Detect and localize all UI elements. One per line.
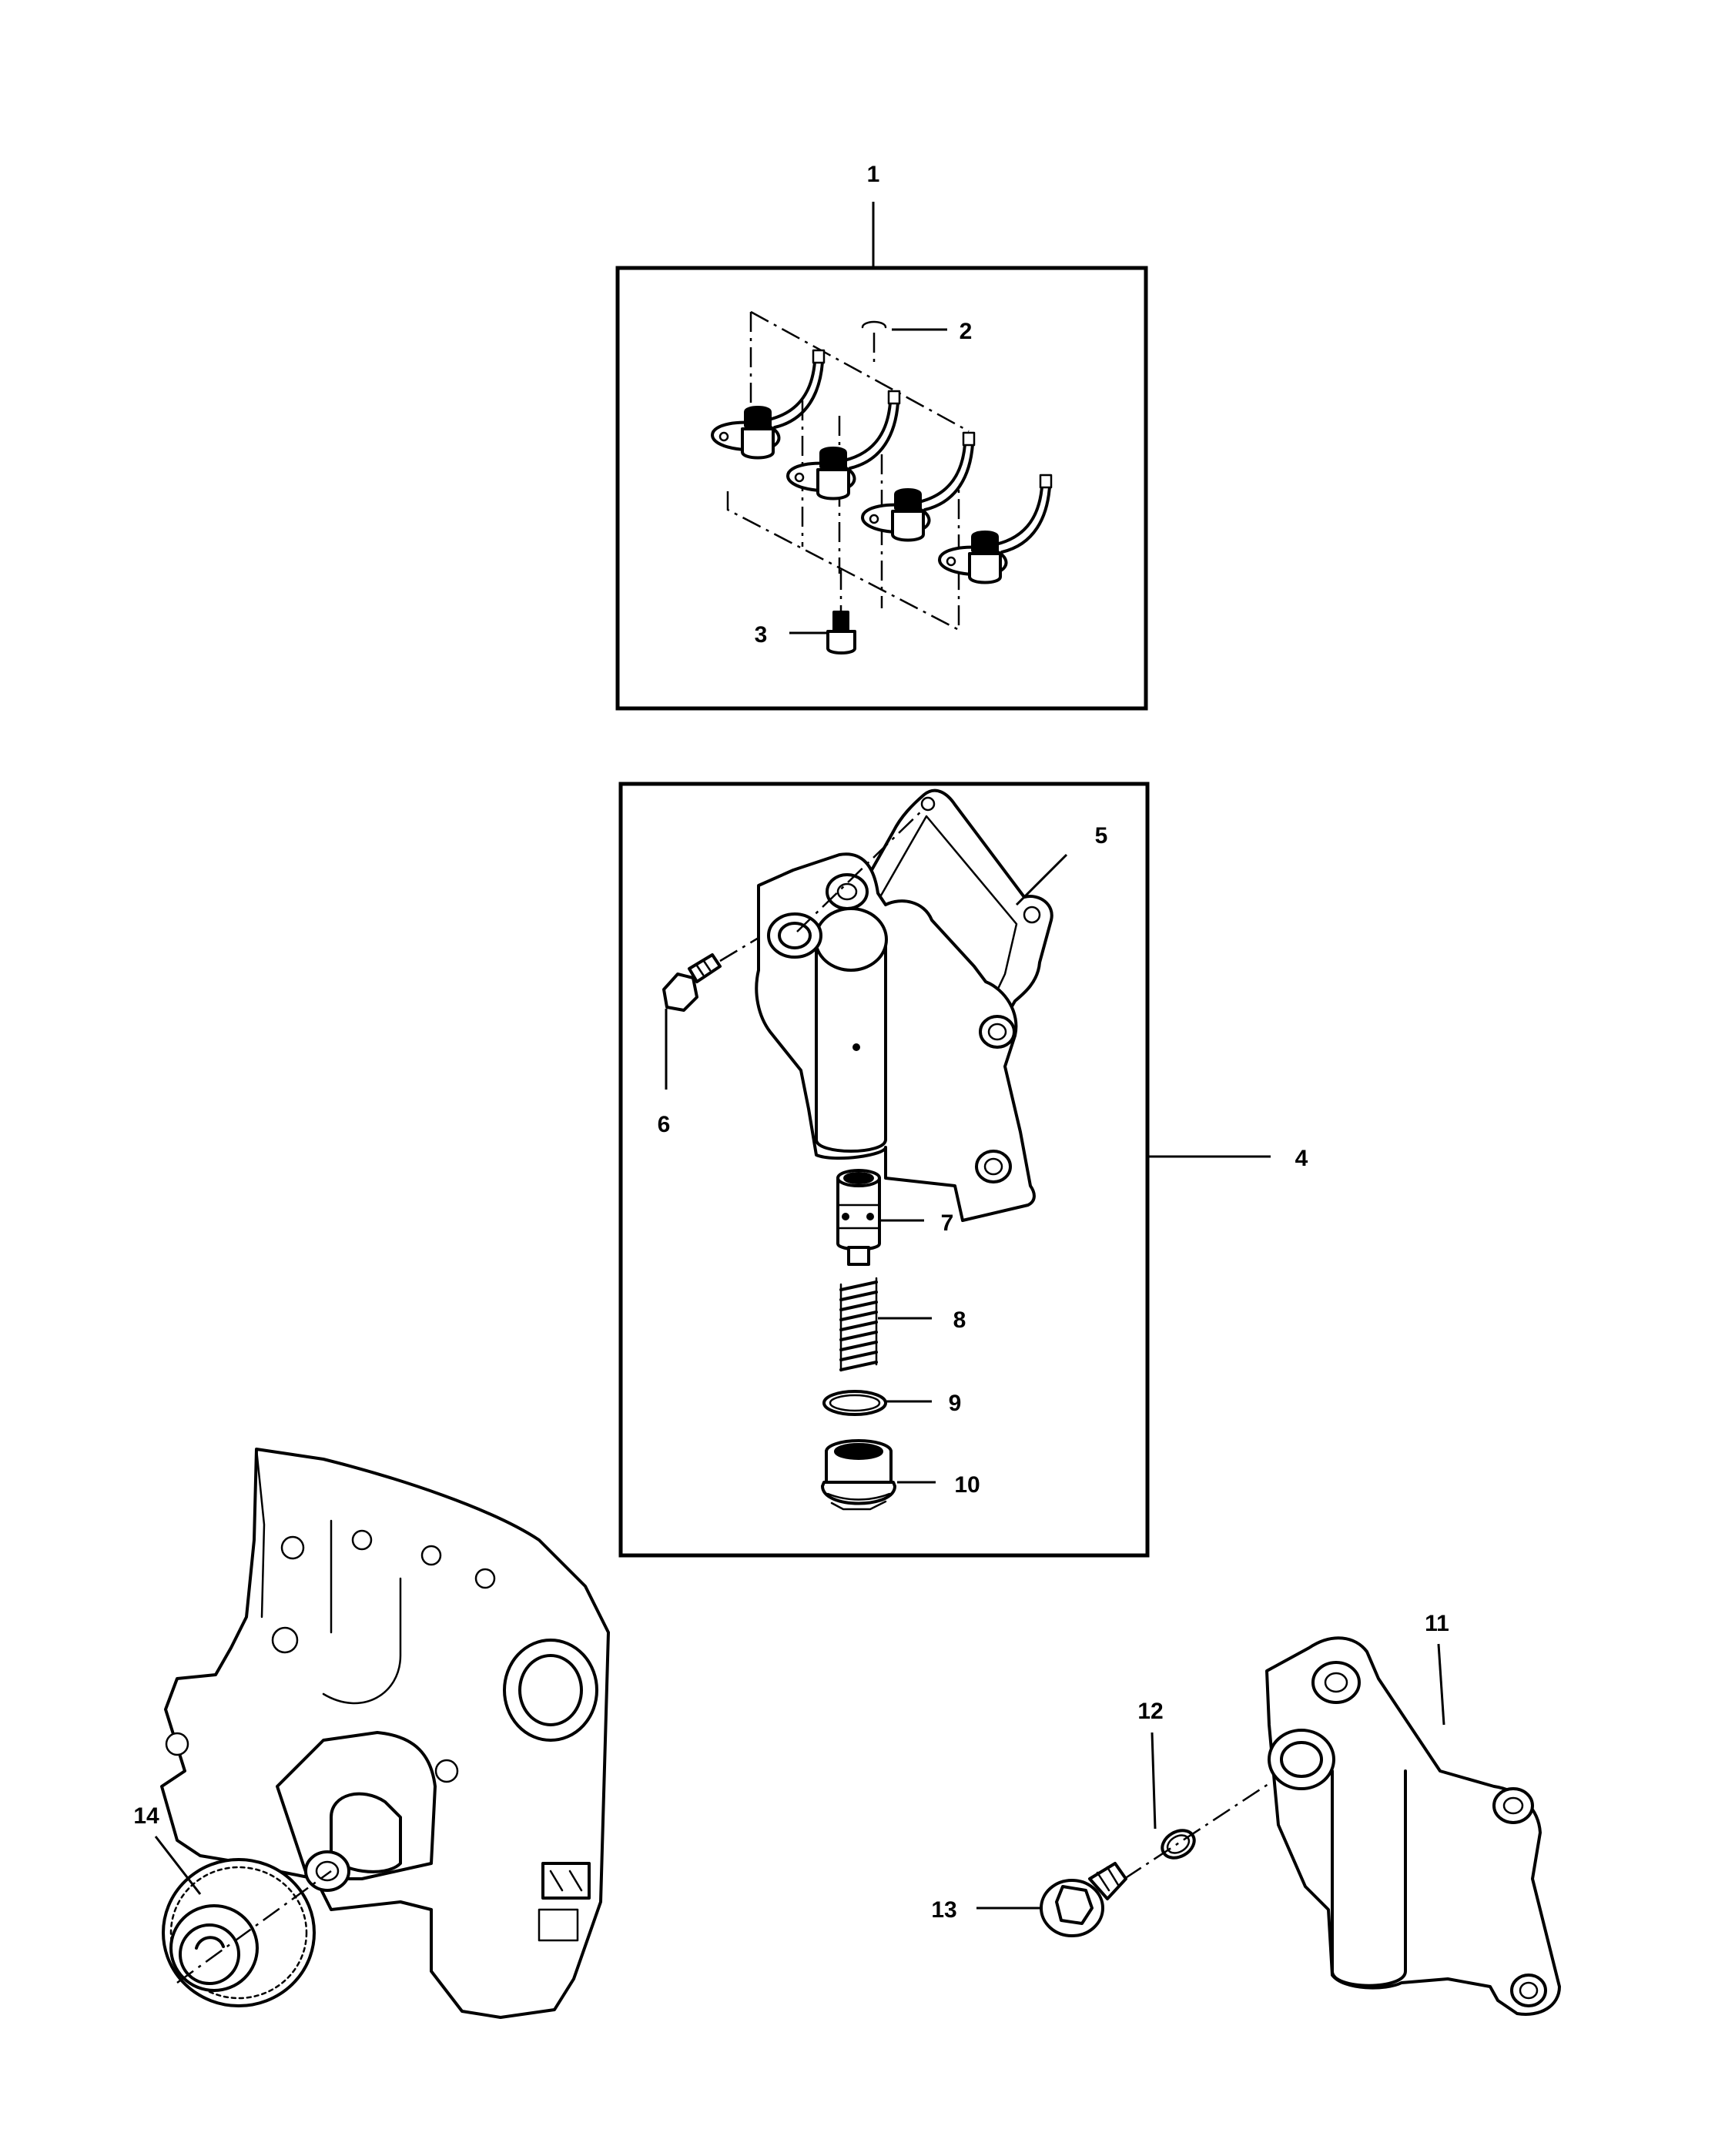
relief-valve-plunger — [836, 1169, 881, 1266]
assembly-line-bottom — [726, 484, 960, 632]
dowel-marker-icon — [861, 320, 887, 329]
callout-1: 1 — [867, 162, 880, 187]
callout-2: 2 — [960, 319, 973, 344]
callout-8: 8 — [953, 1307, 966, 1333]
relief-valve-housing-group: 4 5 6 — [618, 782, 1308, 1558]
bolt-axis — [719, 936, 759, 962]
kit-1-frame — [615, 266, 1148, 711]
drive-gear — [162, 1858, 316, 2007]
jet-bolt — [826, 611, 856, 654]
cooling-jet-3 — [861, 431, 976, 542]
hex-socket-plug — [1040, 1862, 1127, 1937]
callout-5: 5 — [1095, 823, 1108, 849]
leader-12 — [1151, 1732, 1157, 1830]
leader-11 — [1437, 1643, 1445, 1726]
gear-axis — [176, 1870, 332, 1984]
callout-4: 4 — [1295, 1146, 1308, 1171]
relief-valve-spring — [839, 1277, 878, 1372]
callout-3: 3 — [755, 622, 768, 648]
housing-bolt — [662, 953, 722, 1012]
leader-14 — [154, 1836, 202, 1895]
alternate-housing — [1265, 1636, 1561, 2016]
o-ring — [822, 1390, 887, 1416]
callout-12: 12 — [1137, 1699, 1163, 1724]
kit-4-frame — [618, 782, 1150, 1558]
callout-7: 7 — [941, 1210, 954, 1236]
valve-plug — [821, 1439, 896, 1511]
leader-5 — [1015, 853, 1068, 906]
callout-11: 11 — [1425, 1611, 1449, 1636]
cooling-jet-4 — [938, 474, 1053, 584]
cooling-jet-2 — [786, 390, 901, 500]
assembly-line-top — [750, 310, 970, 433]
callout-9: 9 — [949, 1391, 962, 1416]
alternate-housing-group: 11 12 13 — [931, 1611, 1561, 2016]
sealing-washer — [1161, 1829, 1196, 1860]
callout-10: 10 — [954, 1472, 980, 1498]
piston-cooling-jet-kit-group: 1 2 — [615, 162, 1148, 711]
callout-6: 6 — [658, 1112, 671, 1137]
timing-case-group: 14 — [133, 1448, 610, 2019]
cooling-jet-1 — [711, 349, 826, 460]
callout-14: 14 — [133, 1803, 159, 1829]
plug-axis — [1124, 1781, 1271, 1880]
callout-13: 13 — [931, 1897, 956, 1923]
